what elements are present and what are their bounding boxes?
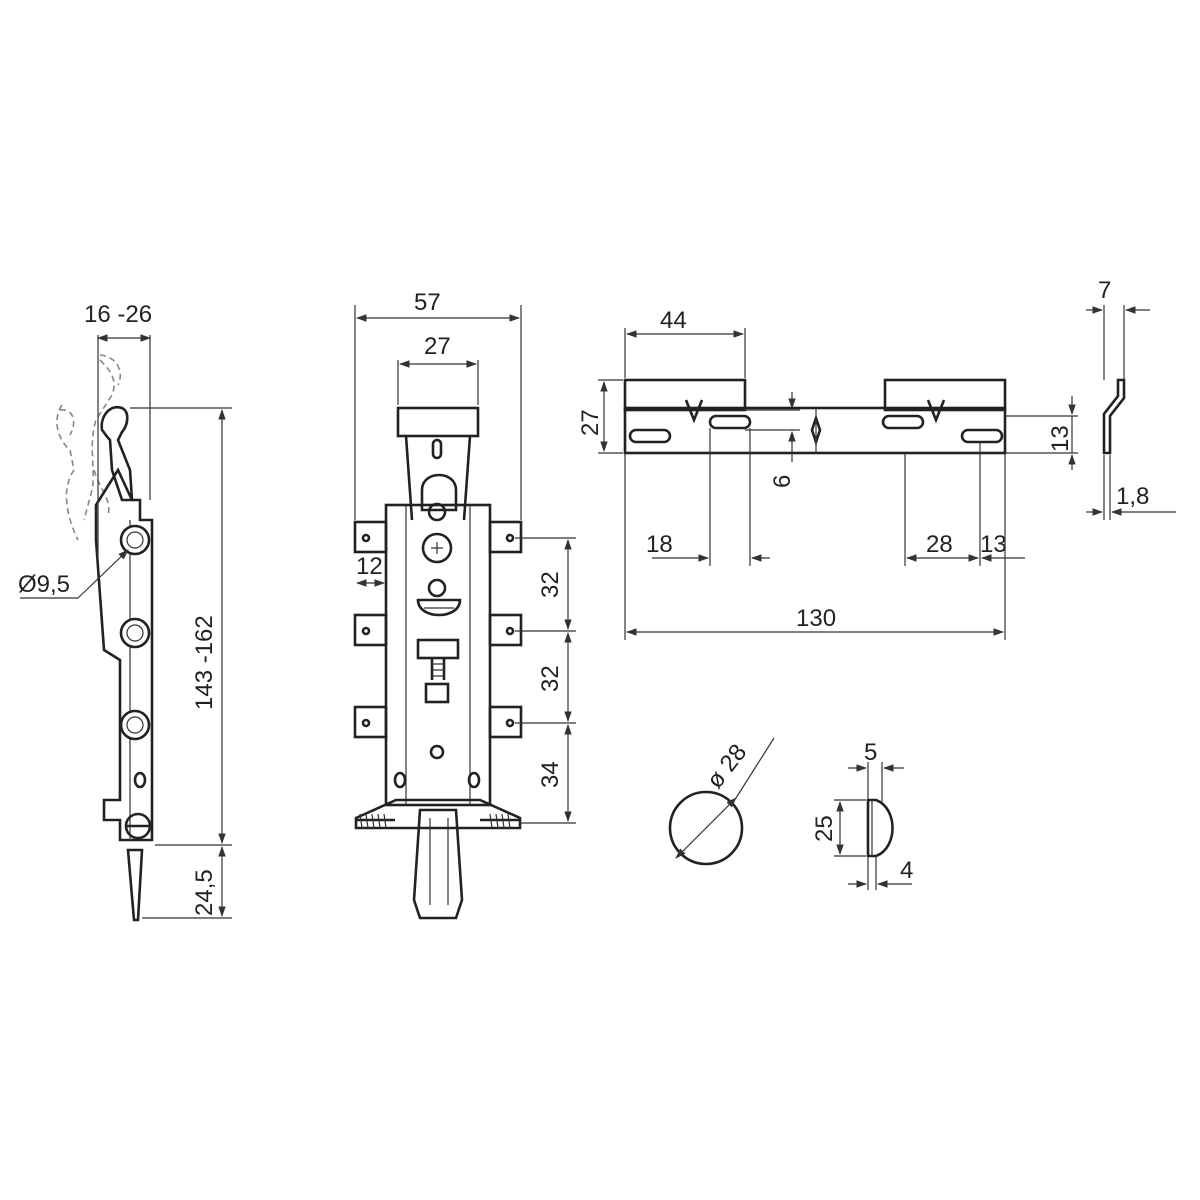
side-view-hook [100, 405, 134, 502]
profile-width-label: 7 [1098, 277, 1111, 304]
front-width-label: 57 [414, 289, 441, 316]
front-view-body [384, 503, 492, 807]
cap-profile [866, 798, 894, 858]
cap-front-view: ø 28 [668, 737, 775, 866]
slot-28-label: 28 [926, 531, 953, 558]
plate-body [623, 406, 1007, 455]
side-view: 16 -26 143 -162 24,5 Ø9,5 [18, 301, 232, 922]
pitch-3-label: 34 [537, 761, 564, 788]
plate-left-label: 44 [660, 307, 687, 334]
side-view-rivet-1 [119, 524, 151, 556]
profile-shape [1102, 378, 1126, 455]
cap-circle [668, 790, 744, 866]
tab-length-label: 12 [356, 553, 383, 580]
profile-view: 7 1,8 [1086, 277, 1176, 520]
side-view-body [94, 467, 154, 842]
slot-offset-label: 6 [769, 475, 796, 488]
plate-view: 44 27 6 18 28 13 130 13 [577, 307, 1078, 640]
cap-4-label: 4 [900, 857, 913, 884]
side-view-ghost-outline [56, 354, 122, 541]
slot-13-vertical-label: 13 [1047, 425, 1074, 452]
side-width-label: 16 -26 [84, 301, 152, 328]
cap-side-view: 5 25 4 [811, 739, 913, 890]
height-range-label: 143 -162 [191, 615, 218, 710]
cap-width-label: 5 [864, 739, 877, 766]
side-view-rivet-3 [119, 709, 151, 741]
pitch-1-label: 32 [537, 571, 564, 598]
tip-length-label: 24,5 [191, 869, 218, 916]
cap-height-label: 25 [811, 815, 838, 842]
slot-13-horizontal-label: 13 [980, 531, 1007, 558]
front-inner-label: 27 [424, 333, 451, 360]
slot-18-label: 18 [646, 531, 673, 558]
side-view-tip [126, 848, 144, 922]
thickness-label: 1,8 [1116, 483, 1149, 510]
plate-length-label: 130 [796, 605, 836, 632]
front-view: 57 27 12 32 32 34 [353, 289, 576, 920]
side-view-rivet-2 [119, 617, 151, 649]
front-view-pin [412, 808, 464, 920]
pitch-2-label: 32 [537, 665, 564, 692]
hole-diameter-label: Ø9,5 [18, 571, 70, 598]
plate-height-label: 27 [577, 409, 604, 436]
cap-diameter-label: ø 28 [701, 739, 752, 793]
front-view-top-cap [396, 406, 480, 438]
